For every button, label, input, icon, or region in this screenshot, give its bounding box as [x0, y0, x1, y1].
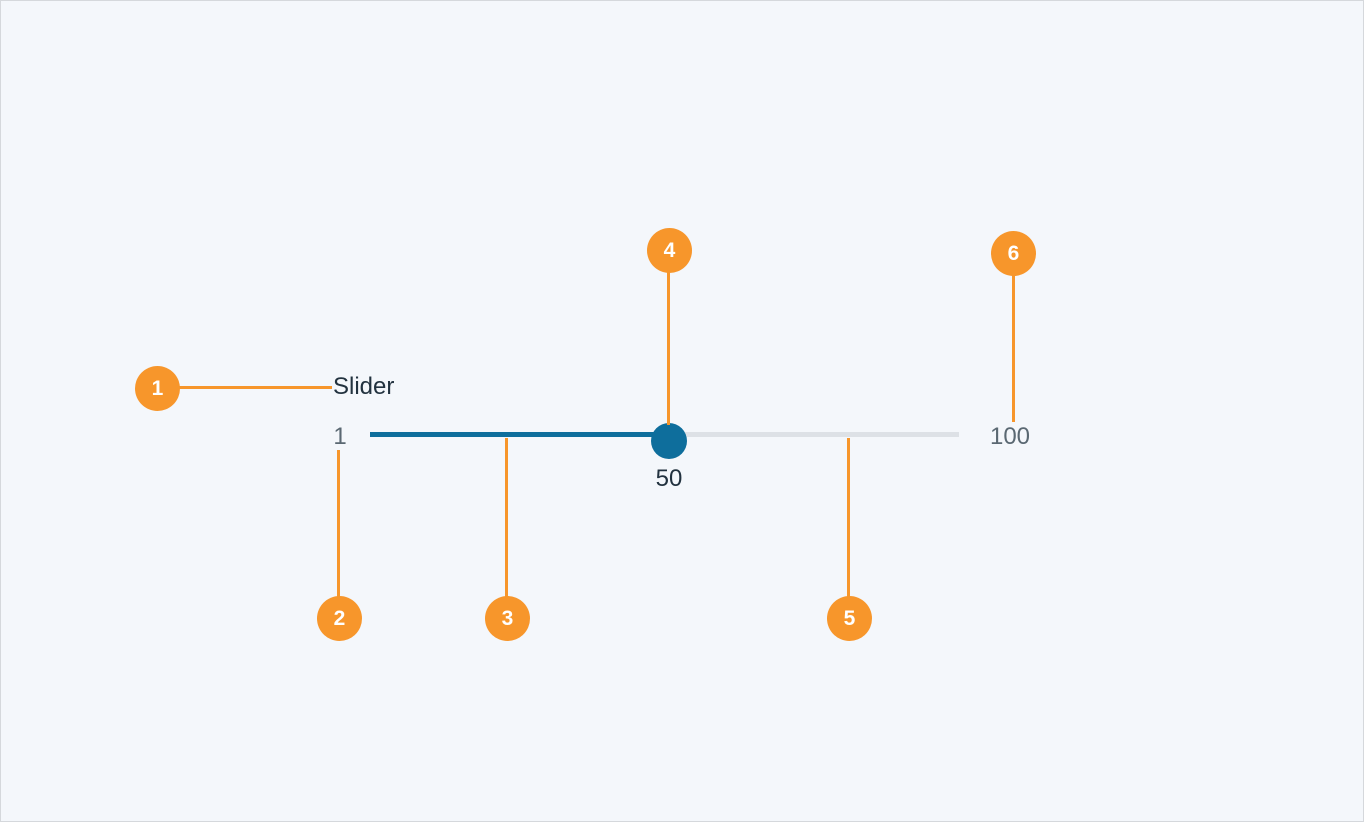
slider-track-filled[interactable] [370, 432, 669, 437]
callout-marker-5: 5 [827, 596, 872, 641]
slider-track-unfilled[interactable] [669, 432, 959, 437]
slider-max-label: 100 [989, 423, 1031, 450]
slider-value-label: 50 [655, 465, 683, 492]
callout-line-1 [179, 386, 332, 389]
callout-line-2 [337, 450, 340, 597]
callout-marker-2: 2 [317, 596, 362, 641]
callout-line-4 [667, 271, 670, 425]
callout-marker-1: 1 [135, 366, 180, 411]
slider-handle[interactable] [651, 423, 687, 459]
slider-label: Slider [333, 373, 395, 400]
callout-marker-6: 6 [991, 231, 1036, 276]
callout-line-3 [505, 438, 508, 597]
callout-marker-3: 3 [485, 596, 530, 641]
callout-line-6 [1012, 274, 1015, 422]
callout-line-5 [847, 438, 850, 597]
slider-min-label: 1 [333, 423, 347, 450]
callout-marker-4: 4 [647, 228, 692, 273]
